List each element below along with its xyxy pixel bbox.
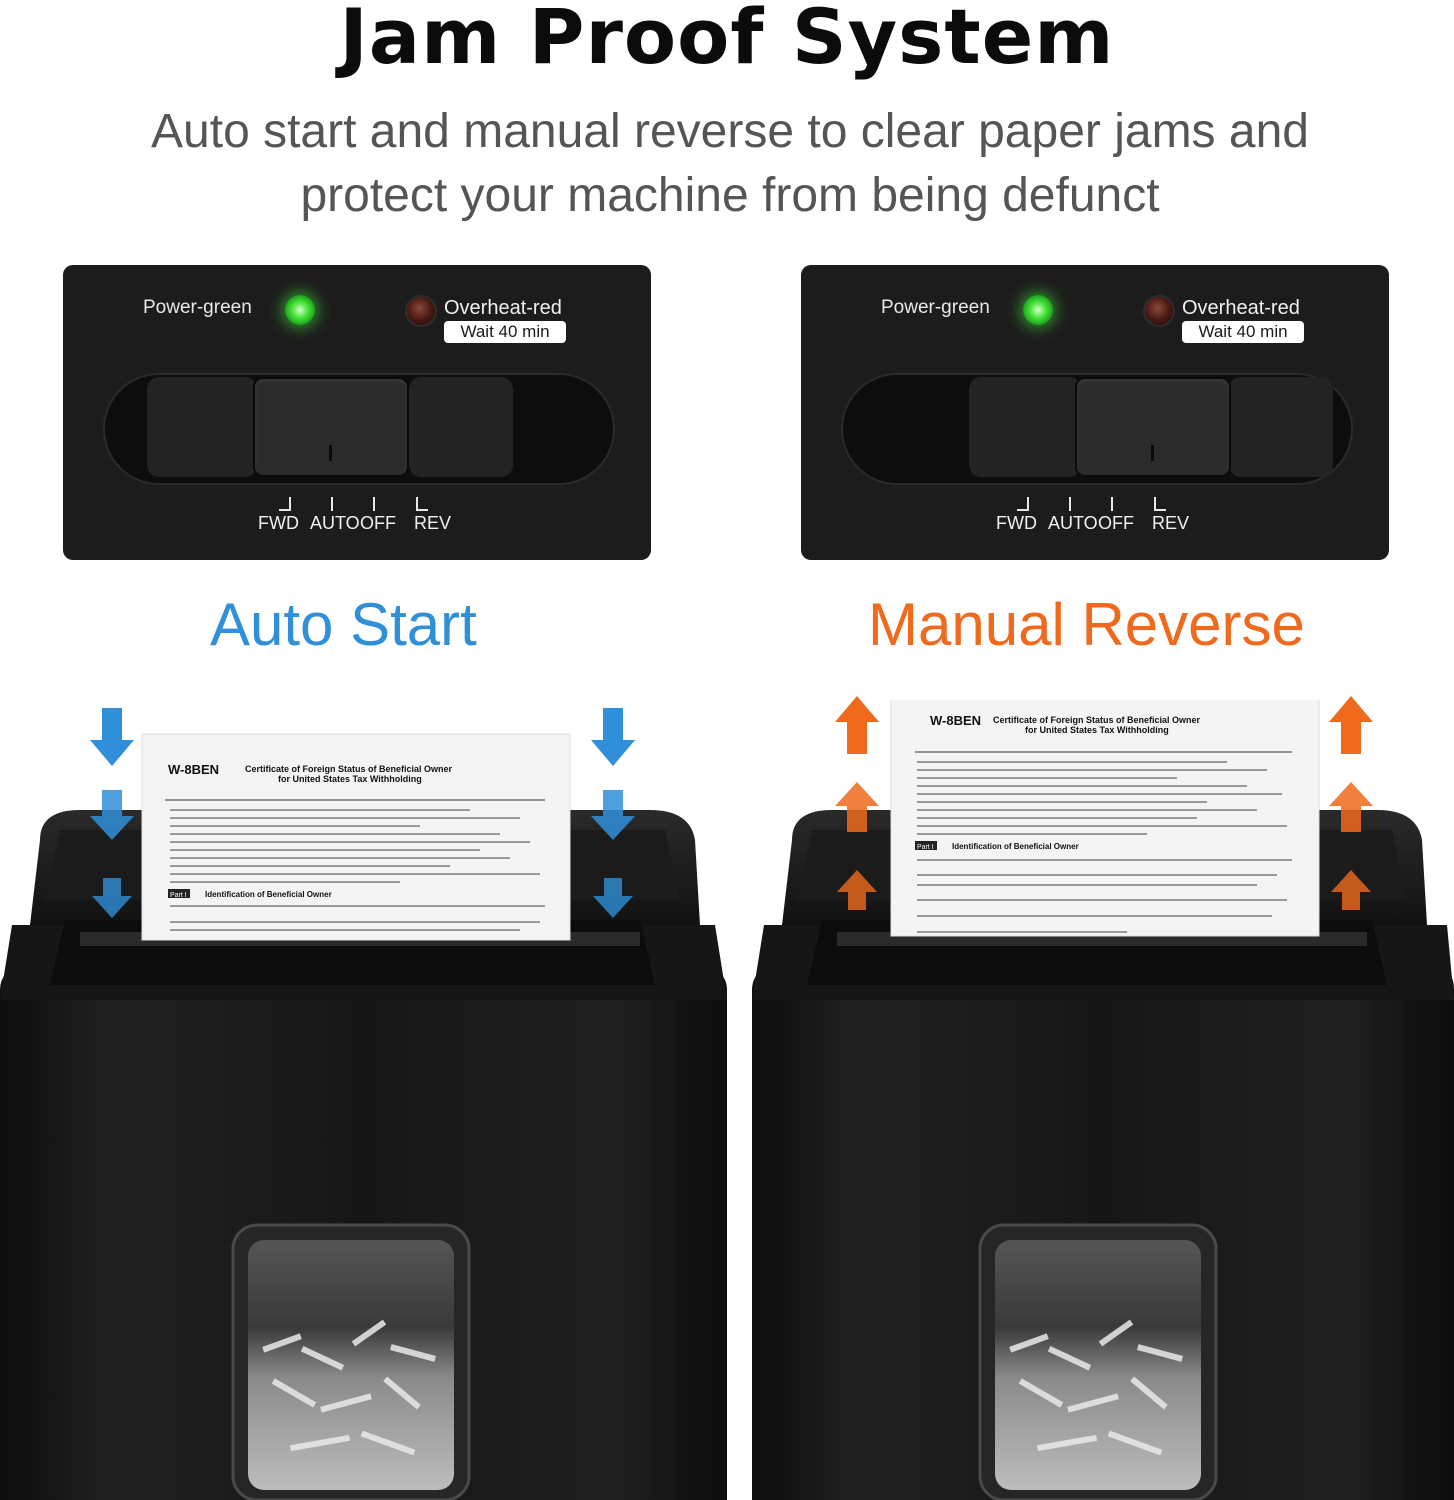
shredded-paper xyxy=(262,1319,436,1456)
shredded-paper xyxy=(1009,1319,1183,1456)
down-arrow-icon xyxy=(593,878,633,918)
part-badge xyxy=(168,889,190,898)
mode-label-off: OFF xyxy=(1098,513,1134,533)
bin-window xyxy=(995,1240,1201,1490)
fwd-tick xyxy=(1017,497,1029,511)
part-label: Part I xyxy=(917,844,934,851)
auto-tick xyxy=(1069,497,1071,511)
power-led-icon xyxy=(285,295,315,325)
overheat-led-icon xyxy=(405,295,437,327)
overheat-wait-badge: Wait 40 min xyxy=(1182,321,1304,343)
power-led-label: Power-green xyxy=(881,297,990,318)
fwd-tick xyxy=(279,497,291,511)
down-arrow-icon xyxy=(591,708,635,766)
power-led-label: Power-green xyxy=(143,297,252,318)
part-title: Identification of Beneficial Owner xyxy=(205,890,332,899)
mode-label-rev: REV xyxy=(414,513,452,533)
shredder-reverse: W-8BEN Certificate of Foreign Status of … xyxy=(752,700,1454,1500)
auto-tick xyxy=(331,497,333,511)
bin-window xyxy=(248,1240,454,1490)
mode-label-auto: AUTO xyxy=(1048,513,1098,533)
auto-start-heading: Auto Start xyxy=(210,591,477,658)
form-text-lines xyxy=(170,809,540,883)
overheat-wait-badge: Wait 40 min xyxy=(444,321,566,343)
control-panel-auto: Power-green Overheat-red Wait 40 min FWD… xyxy=(63,265,651,560)
switch-slot-fwd xyxy=(147,377,257,477)
up-arrow-icon xyxy=(1331,870,1371,910)
subtitle-line-1: Auto start and manual reverse to clear p… xyxy=(151,105,1309,158)
switch-slot-rev xyxy=(409,377,513,477)
mode-label-off: OFF xyxy=(360,513,396,533)
up-arrow-icon xyxy=(837,870,877,910)
off-tick xyxy=(373,497,375,511)
down-arrow-icon xyxy=(591,790,635,840)
overheat-led-label: Overheat-red xyxy=(1182,297,1300,319)
page-title: Jam Proof System xyxy=(339,0,1115,81)
overheat-led-label: Overheat-red xyxy=(444,297,562,319)
slider-notch xyxy=(329,445,332,461)
form-id: W-8BEN xyxy=(168,762,219,777)
part-badge xyxy=(915,841,937,850)
up-arrow-icon xyxy=(1329,696,1373,754)
shredder-auto: W-8BEN Certificate of Foreign Status of … xyxy=(0,733,727,1500)
up-arrow-icon xyxy=(835,782,879,832)
down-arrow-icon xyxy=(92,878,132,918)
part-label: Part I xyxy=(170,892,187,899)
page-subtitle: Auto start and manual reverse to clear p… xyxy=(80,100,1380,228)
form-title-line2: for United States Tax Withholding xyxy=(278,774,422,784)
down-arrow-icon xyxy=(90,708,134,766)
mode-switch-slider[interactable] xyxy=(253,377,409,477)
off-tick xyxy=(1111,497,1113,511)
manual-reverse-heading: Manual Reverse xyxy=(868,591,1305,658)
control-panel-reverse: Power-green Overheat-red Wait 40 min FWD… xyxy=(801,265,1389,560)
part-title: Identification of Beneficial Owner xyxy=(952,842,1079,851)
overheat-led-icon xyxy=(1143,295,1175,327)
switch-slot-rev xyxy=(1229,377,1333,477)
mode-label-rev: REV xyxy=(1152,513,1190,533)
form-title-line1: Certificate of Foreign Status of Benefic… xyxy=(993,715,1201,725)
form-id: W-8BEN xyxy=(930,713,981,728)
power-led-icon xyxy=(1023,295,1053,325)
mode-switch-slider[interactable] xyxy=(1075,377,1231,477)
up-arrow-icon xyxy=(1329,782,1373,832)
up-arrow-icon xyxy=(835,696,879,754)
down-arrow-icon xyxy=(90,790,134,840)
mode-label-fwd: FWD xyxy=(996,513,1037,533)
form-text-lines xyxy=(917,761,1287,835)
rev-tick xyxy=(416,497,428,511)
form-title-line2: for United States Tax Withholding xyxy=(1025,725,1169,735)
mode-label-fwd: FWD xyxy=(258,513,299,533)
slider-notch xyxy=(1151,445,1154,461)
switch-slot-left xyxy=(969,377,1081,477)
rev-tick xyxy=(1154,497,1166,511)
subtitle-line-2: protect your machine from being defunct xyxy=(300,169,1160,222)
mode-label-auto: AUTO xyxy=(310,513,360,533)
form-title-line1: Certificate of Foreign Status of Benefic… xyxy=(245,764,453,774)
